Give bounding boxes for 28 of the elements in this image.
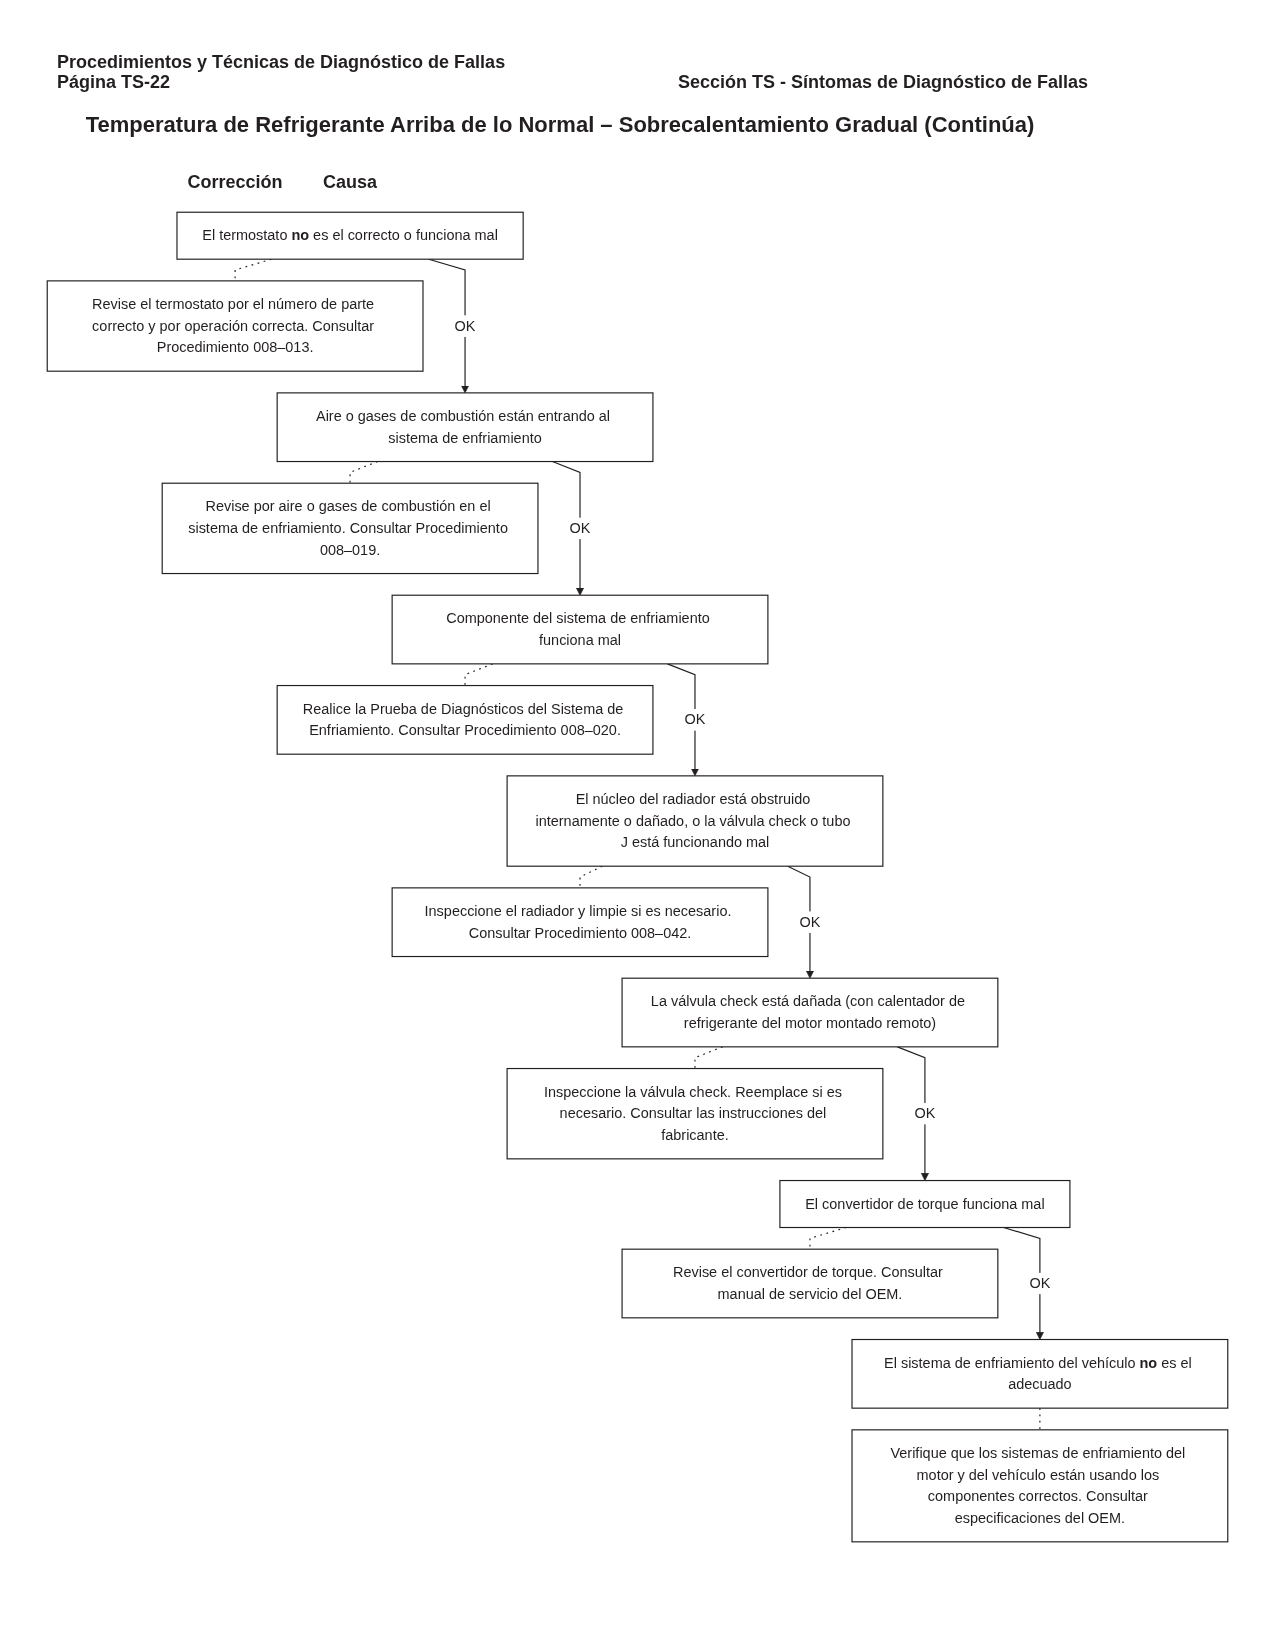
column-heading: Causa — [323, 172, 378, 193]
section-header: Sección TS - Síntomas de Diagnóstico de Fallas — [677, 72, 1088, 92]
node-box: El convertidor de torque funciona mal — [779, 1179, 1071, 1229]
edge-label: OK — [914, 1105, 936, 1121]
edge-label: OK — [569, 520, 591, 536]
node-box: Revise el convertidor de torque. Consultar manual de servicio del OEM. — [621, 1248, 999, 1319]
node-box: Inspeccione la válvula check. Reemplace si es necesario. Consultar las instrucciones del fabricante. — [506, 1067, 884, 1160]
arrow — [896, 1046, 929, 1181]
node-box: Componente del sistema de enfriamiento funciona mal — [391, 594, 769, 665]
node-box: Revise el termostato por el número de parte correcto y por operación correcta. Consultar Procedimiento 008–013. — [46, 280, 424, 372]
edge-label: OK — [454, 317, 476, 334]
node-box: La válvula check está dañada (con calentador de refrigerante del motor montado remoto) — [621, 977, 999, 1048]
node-box: Revise por aire o gases de combustión en el sistema de enfriamiento. Consultar Procedimiento 008–019. — [161, 482, 539, 575]
arrow — [787, 865, 814, 979]
edge-label: OK — [1029, 1275, 1051, 1291]
node-box: El núcleo del radiador está obstruido internamente o dañado, o la válvula check o tubo J está funcionando mal — [506, 775, 884, 867]
page-header: Procedimientos y Técnicas de Diagnóstico de Fallas — [57, 52, 506, 72]
column-heading: Corrección — [187, 172, 283, 193]
node-box: El termostato no es el correcto o funciona mal — [176, 211, 524, 260]
node-box: Verifique que los sistemas de enfriamiento del motor y del vehículo están usando los componentes correctos. Consultar especificaciones del OEM. — [851, 1429, 1229, 1543]
node-box: Realice la Prueba de Diagnósticos del Sistema de Enfriamiento. Consultar Procedimiento 008–020. — [276, 684, 654, 755]
edge-label: OK — [799, 914, 821, 930]
node-box: El sistema de enfriamiento del vehículo no es el adecuado — [851, 1338, 1229, 1409]
node-box: Aire o gases de combustión están entrando al sistema de enfriamiento — [276, 392, 654, 463]
edge-label: OK — [684, 711, 706, 728]
diagram-title: Temperatura de Refrigerante Arriba de lo Normal – Sobrecalentamiento Gradual (Continúa) — [84, 112, 1036, 138]
node-box: Inspeccione el radiador y limpie si es necesario. Consultar Procedimiento 008–042. — [391, 887, 769, 958]
page-number: Página TS-22 — [57, 72, 171, 92]
